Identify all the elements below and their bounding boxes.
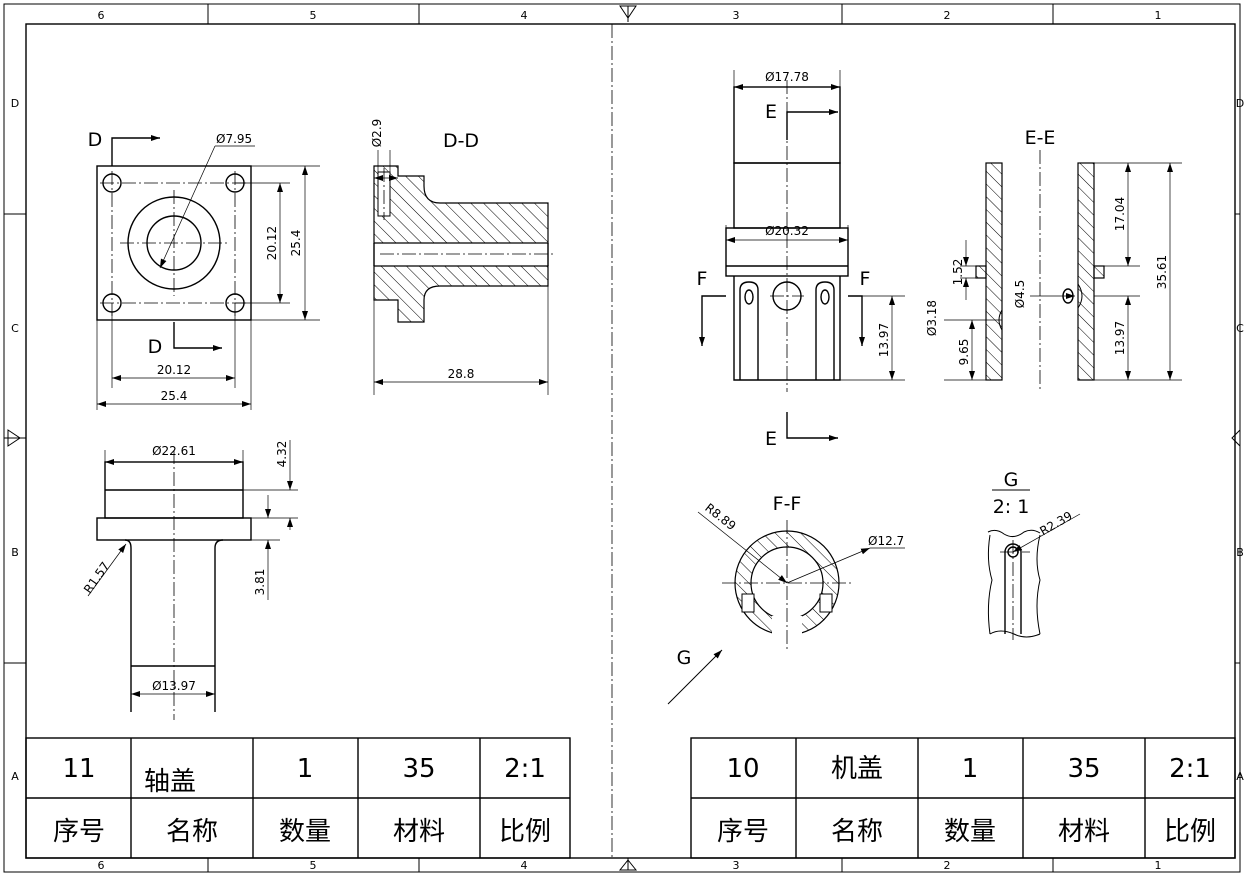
cut-letter-d-top: D [88, 129, 103, 151]
dim-flange-dia: Ø20.32 [765, 224, 809, 238]
tb-left-h-name: 名称 [166, 817, 218, 847]
tb-left-name: 轴盖 [144, 767, 196, 797]
dim-detail-r: R2.39 [1037, 509, 1074, 539]
dim-bottom-inner: 20.12 [157, 363, 191, 377]
tb-right-index: 10 [726, 754, 759, 784]
dim-small-dia: Ø2.9 [370, 119, 384, 148]
tb-right-h-material: 材料 [1058, 817, 1110, 847]
right-section-f-f [667, 511, 905, 705]
right-section-e-e [944, 150, 1182, 392]
drawing-frame [3, 3, 1241, 873]
tb-right-h-scale: 比例 [1164, 817, 1216, 847]
tb-right-h-index: 序号 [717, 817, 769, 847]
left-front-view [96, 135, 320, 410]
dim-h-lower: 13.97 [877, 323, 891, 357]
dim-rim: 1.52 [951, 259, 965, 286]
tb-right-h-qty: 数量 [944, 817, 996, 847]
dim-length: 28.8 [448, 367, 475, 381]
tb-left-material: 35 [402, 754, 435, 784]
zone-row-d-left: D [11, 97, 19, 110]
cut-letter-f-left: F [697, 268, 708, 290]
dim-slot-w: Ø3.18 [925, 300, 939, 336]
tb-right-material: 35 [1067, 754, 1100, 784]
tb-right-h-name: 名称 [831, 817, 883, 847]
zone-col-3-bottom: 3 [733, 859, 740, 872]
dim-lower: 13.97 [1113, 321, 1127, 355]
zone-row-a-right: A [1236, 770, 1244, 783]
section-label-e-e: E-E [1025, 127, 1056, 149]
zone-col-5-bottom: 5 [310, 859, 317, 872]
cut-letter-g: G [677, 647, 692, 669]
dim-total: 35.61 [1155, 255, 1169, 289]
tb-right-scale: 2:1 [1169, 754, 1211, 784]
dim-r-outer: R8.89 [702, 501, 738, 534]
top-centering-mark [619, 5, 637, 22]
cut-letter-e-bottom: E [765, 428, 777, 450]
left-section-d-d [373, 150, 556, 395]
zone-col-2-top: 2 [944, 9, 951, 22]
zone-col-3-top: 3 [733, 9, 740, 22]
tb-right-qty: 1 [962, 754, 979, 784]
dim-shaft-dia: Ø13.97 [152, 679, 196, 693]
right-detail-g [987, 489, 1081, 640]
left-centering-mark [4, 429, 26, 447]
tb-left-h-scale: 比例 [499, 817, 551, 847]
left-side-view [87, 440, 298, 720]
tb-left-h-qty: 数量 [279, 817, 331, 847]
tb-left-index: 11 [62, 754, 95, 784]
bottom-centering-mark [618, 858, 638, 871]
dim-h2: 3.81 [253, 569, 267, 596]
dim-hole: Ø4.5 [1013, 280, 1027, 309]
dim-pcd-inner: 20.12 [265, 226, 279, 260]
tb-left-h-material: 材料 [393, 817, 445, 847]
section-label-f-f: F-F [773, 493, 802, 515]
zone-col-1-top: 1 [1155, 9, 1162, 22]
dim-pcd-outer: 25.4 [289, 230, 303, 257]
dim-bottom-outer: 25.4 [161, 389, 188, 403]
zone-col-2-bottom: 2 [944, 859, 951, 872]
zone-col-1-bottom: 1 [1155, 859, 1162, 872]
tb-left-h-index: 序号 [53, 817, 105, 847]
title-block-right [690, 737, 1236, 859]
dim-fillet: R1.57 [81, 559, 113, 596]
detail-scale: 2: 1 [993, 496, 1030, 518]
section-label-d-d: D-D [443, 130, 479, 152]
zone-col-4-top: 4 [521, 9, 528, 22]
zone-col-6-top: 6 [98, 9, 105, 22]
tb-left-scale: 2:1 [504, 754, 546, 784]
dim-hole-dia: Ø7.95 [216, 132, 252, 146]
right-front-view [699, 70, 905, 441]
zone-row-b-left: B [11, 546, 19, 559]
detail-label-g: G [1004, 469, 1019, 491]
zone-row-d-right: D [1236, 97, 1244, 110]
cut-letter-e-top: E [765, 101, 777, 123]
dim-top-dia: Ø22.61 [152, 444, 196, 458]
dim-h1: 4.32 [275, 441, 289, 468]
tb-right-name: 机盖 [831, 754, 883, 784]
zone-row-b-right: B [1236, 546, 1244, 559]
zone-col-4-bottom: 4 [521, 859, 528, 872]
zone-row-a-left: A [11, 770, 19, 783]
title-block-left [25, 737, 571, 859]
right-centering-mark [1231, 429, 1241, 447]
zone-row-c-left: C [11, 322, 19, 335]
zone-col-5-top: 5 [310, 9, 317, 22]
zone-col-6-bottom: 6 [98, 859, 105, 872]
cut-letter-f-right: F [860, 268, 871, 290]
dim-upper: 17.04 [1113, 197, 1127, 231]
dim-slot-h: 9.65 [957, 339, 971, 366]
tb-left-qty: 1 [297, 754, 314, 784]
zone-row-c-right: C [1236, 322, 1244, 335]
cut-letter-d-bottom: D [148, 336, 163, 358]
dim-top-dia-right: Ø17.78 [765, 70, 809, 84]
dim-bore: Ø12.7 [868, 534, 904, 548]
